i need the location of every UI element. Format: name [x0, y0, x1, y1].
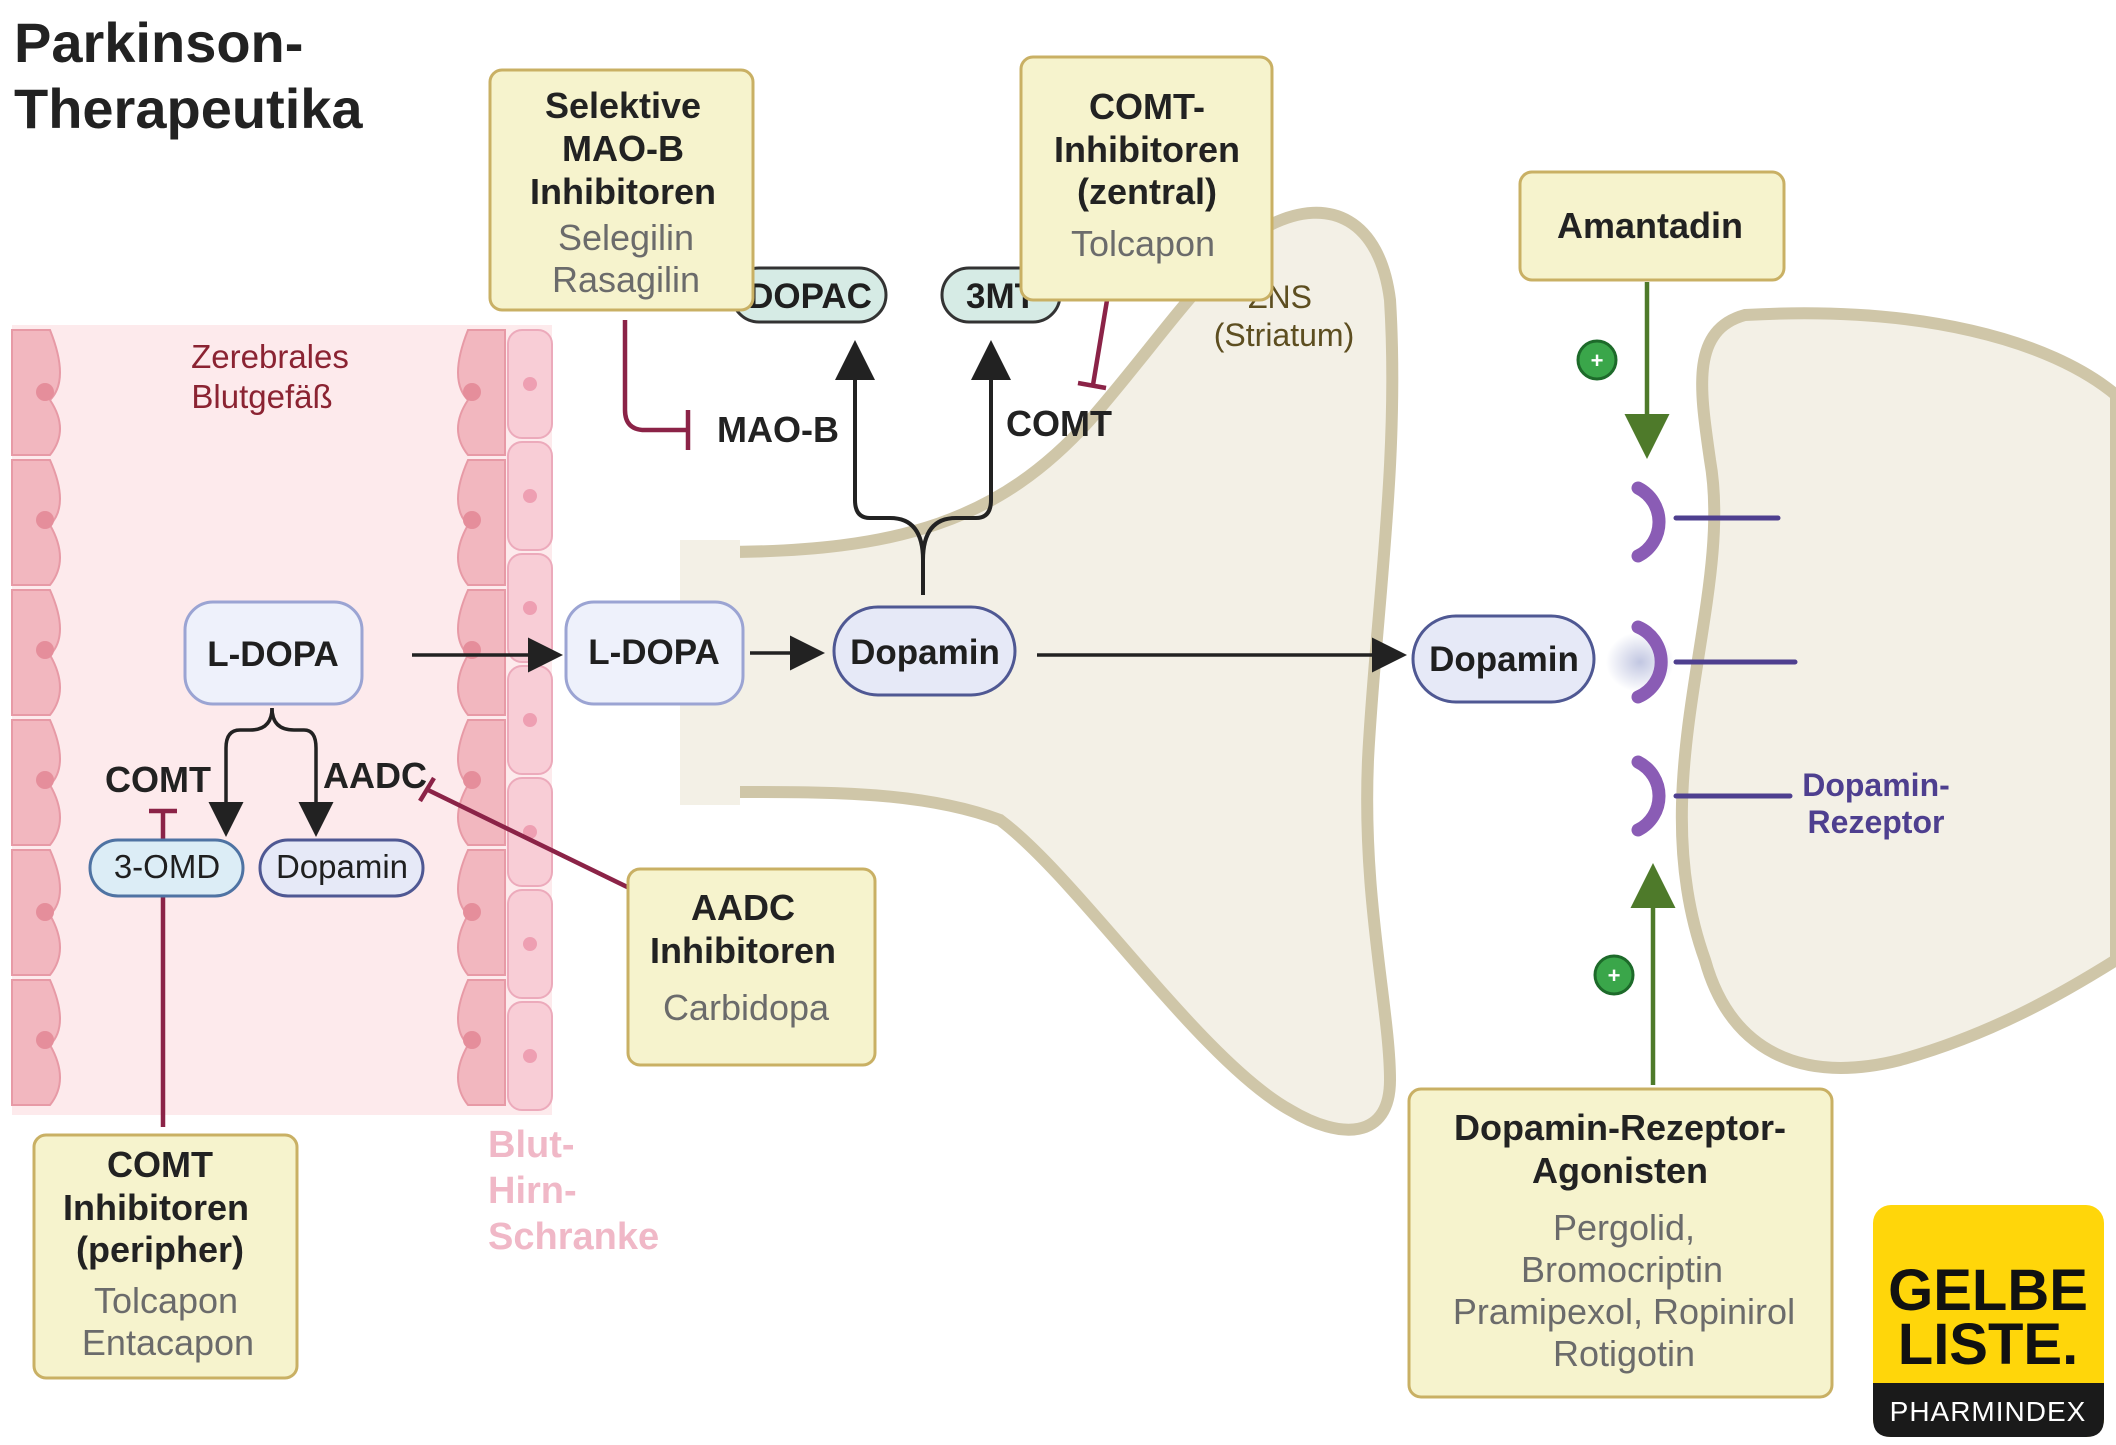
receptor-label-line-1: Dopamin-	[1802, 767, 1950, 803]
svg-text:MAO-B: MAO-B	[562, 128, 684, 169]
logo-subtitle: PHARMINDEX	[1890, 1396, 2087, 1427]
svg-text:Carbidopa: Carbidopa	[663, 987, 830, 1028]
svg-text:Pergolid,: Pergolid,	[1553, 1207, 1695, 1248]
dopamine-receptors	[1606, 481, 1798, 837]
logo-line-2: LISTE.	[1898, 1312, 2078, 1377]
svg-text:Selektive: Selektive	[545, 85, 701, 126]
drugbox-comt-peripheral: COMT Inhibitoren (peripher) Tolcapon Ent…	[32, 1133, 299, 1380]
svg-text:(peripher): (peripher)	[76, 1229, 244, 1270]
inhibition-aadc-bar	[418, 776, 436, 803]
svg-text:Inhibitoren: Inhibitoren	[530, 171, 716, 212]
svg-text:COMT-: COMT-	[1089, 86, 1205, 127]
plus-badge-amantadin: +	[1576, 339, 1618, 381]
bbb-label-line-2: Hirn-	[488, 1170, 577, 1212]
bbb-cells	[507, 329, 553, 1111]
enzyme-comt-central: COMT	[1006, 403, 1112, 444]
logo-line-1: GELBE	[1888, 1258, 2088, 1323]
bbb-label-line-1: Blut-	[488, 1124, 575, 1166]
svg-text:Inhibitoren: Inhibitoren	[63, 1187, 249, 1228]
vessel-label-line-1: Zerebrales	[191, 338, 349, 375]
svg-text:L-DOPA: L-DOPA	[588, 633, 720, 672]
svg-text:COMT: COMT	[107, 1144, 213, 1185]
arrow-ldopa-to-3omd	[208, 707, 274, 837]
vessel-label-line-2: Blutgefäß	[191, 378, 332, 415]
node-dopamin-peripheral: Dopamin	[258, 838, 425, 898]
plus-badge-agonists: +	[1593, 954, 1635, 996]
zns-label-line-2: (Striatum)	[1214, 317, 1354, 353]
drugbox-amantadin: Amantadin	[1518, 170, 1786, 282]
drugbox-dopamine-agonists: Dopamin-Rezeptor- Agonisten Pergolid, Br…	[1407, 1087, 1834, 1399]
node-3omd: 3-OMD	[88, 838, 245, 898]
drugbox-aadc-inhibitors: AADC Inhibitoren Carbidopa	[626, 867, 877, 1067]
svg-text:Amantadin: Amantadin	[1557, 205, 1743, 246]
vessel-right-cells	[457, 329, 506, 1106]
bbb-label-line-3: Schranke	[488, 1216, 659, 1258]
svg-text:Rasagilin: Rasagilin	[552, 259, 700, 300]
node-dopamin-presyn: Dopamin	[832, 605, 1017, 697]
svg-text:L-DOPA: L-DOPA	[207, 635, 339, 674]
svg-text:Rotigotin: Rotigotin	[1553, 1333, 1695, 1374]
blood-vessel	[11, 325, 553, 1115]
arrow-ldopa-to-dopamin-peripheral	[270, 707, 334, 837]
svg-text:Entacapon: Entacapon	[82, 1322, 254, 1363]
node-dopac: DOPAC	[730, 266, 888, 324]
svg-text:DOPAC: DOPAC	[748, 277, 872, 316]
svg-text:Dopamin-Rezeptor-: Dopamin-Rezeptor-	[1454, 1107, 1786, 1148]
svg-text:AADC: AADC	[691, 887, 795, 928]
arrow-dopamin-to-dopac	[835, 340, 925, 595]
enzyme-maob: MAO-B	[717, 409, 839, 450]
node-ldopa-blood: L-DOPA	[183, 600, 364, 706]
receptor-icon	[1631, 755, 1793, 837]
svg-text:Dopamin: Dopamin	[1429, 640, 1579, 679]
svg-text:Tolcapon: Tolcapon	[1071, 223, 1215, 264]
svg-text:Pramipexol, Ropinirol: Pramipexol, Ropinirol	[1453, 1291, 1795, 1332]
title-line-1: Parkinson-	[14, 11, 303, 74]
svg-text:Dopamin: Dopamin	[850, 633, 1000, 672]
drugbox-comt-central: COMT- Inhibitoren (zentral) Tolcapon	[1019, 55, 1274, 302]
svg-text:Bromocriptin: Bromocriptin	[1521, 1249, 1723, 1290]
enzyme-comt-peripheral: COMT	[105, 759, 211, 800]
svg-text:Inhibitoren: Inhibitoren	[1054, 129, 1240, 170]
drugbox-maob-inhibitors: Selektive MAO-B Inhibitoren Selegilin Ra…	[488, 68, 755, 312]
enzyme-aadc: AADC	[323, 755, 427, 796]
svg-text:Selegilin: Selegilin	[558, 217, 694, 258]
svg-text:Inhibitoren: Inhibitoren	[650, 930, 836, 971]
receptor-icon	[1631, 620, 1798, 704]
vessel-left-cells	[11, 329, 61, 1106]
inhibition-comt-central-bar	[1077, 380, 1107, 391]
arrow-dopamin-to-3mt	[921, 340, 1011, 595]
plus-icon: +	[1608, 963, 1621, 988]
node-dopamin-cleft: Dopamin	[1411, 614, 1596, 704]
svg-text:Agonisten: Agonisten	[1532, 1150, 1708, 1191]
inhibition-aadc	[427, 787, 659, 905]
gelbe-liste-logo: GELBE LISTE. PHARMINDEX	[1873, 1205, 2104, 1437]
svg-text:Tolcapon: Tolcapon	[94, 1280, 238, 1321]
node-ldopa-brain: L-DOPA	[564, 600, 745, 706]
svg-text:3-OMD: 3-OMD	[114, 848, 220, 885]
plus-icon: +	[1591, 348, 1604, 373]
svg-text:(zentral): (zentral)	[1077, 171, 1217, 212]
receptor-icon	[1631, 481, 1781, 563]
title-line-2: Therapeutika	[14, 77, 363, 140]
svg-text:Dopamin: Dopamin	[276, 848, 408, 885]
inhibition-maob	[622, 320, 688, 433]
postsynaptic-neuron	[1675, 307, 2116, 1074]
receptor-label-line-2: Rezeptor	[1808, 804, 1945, 840]
